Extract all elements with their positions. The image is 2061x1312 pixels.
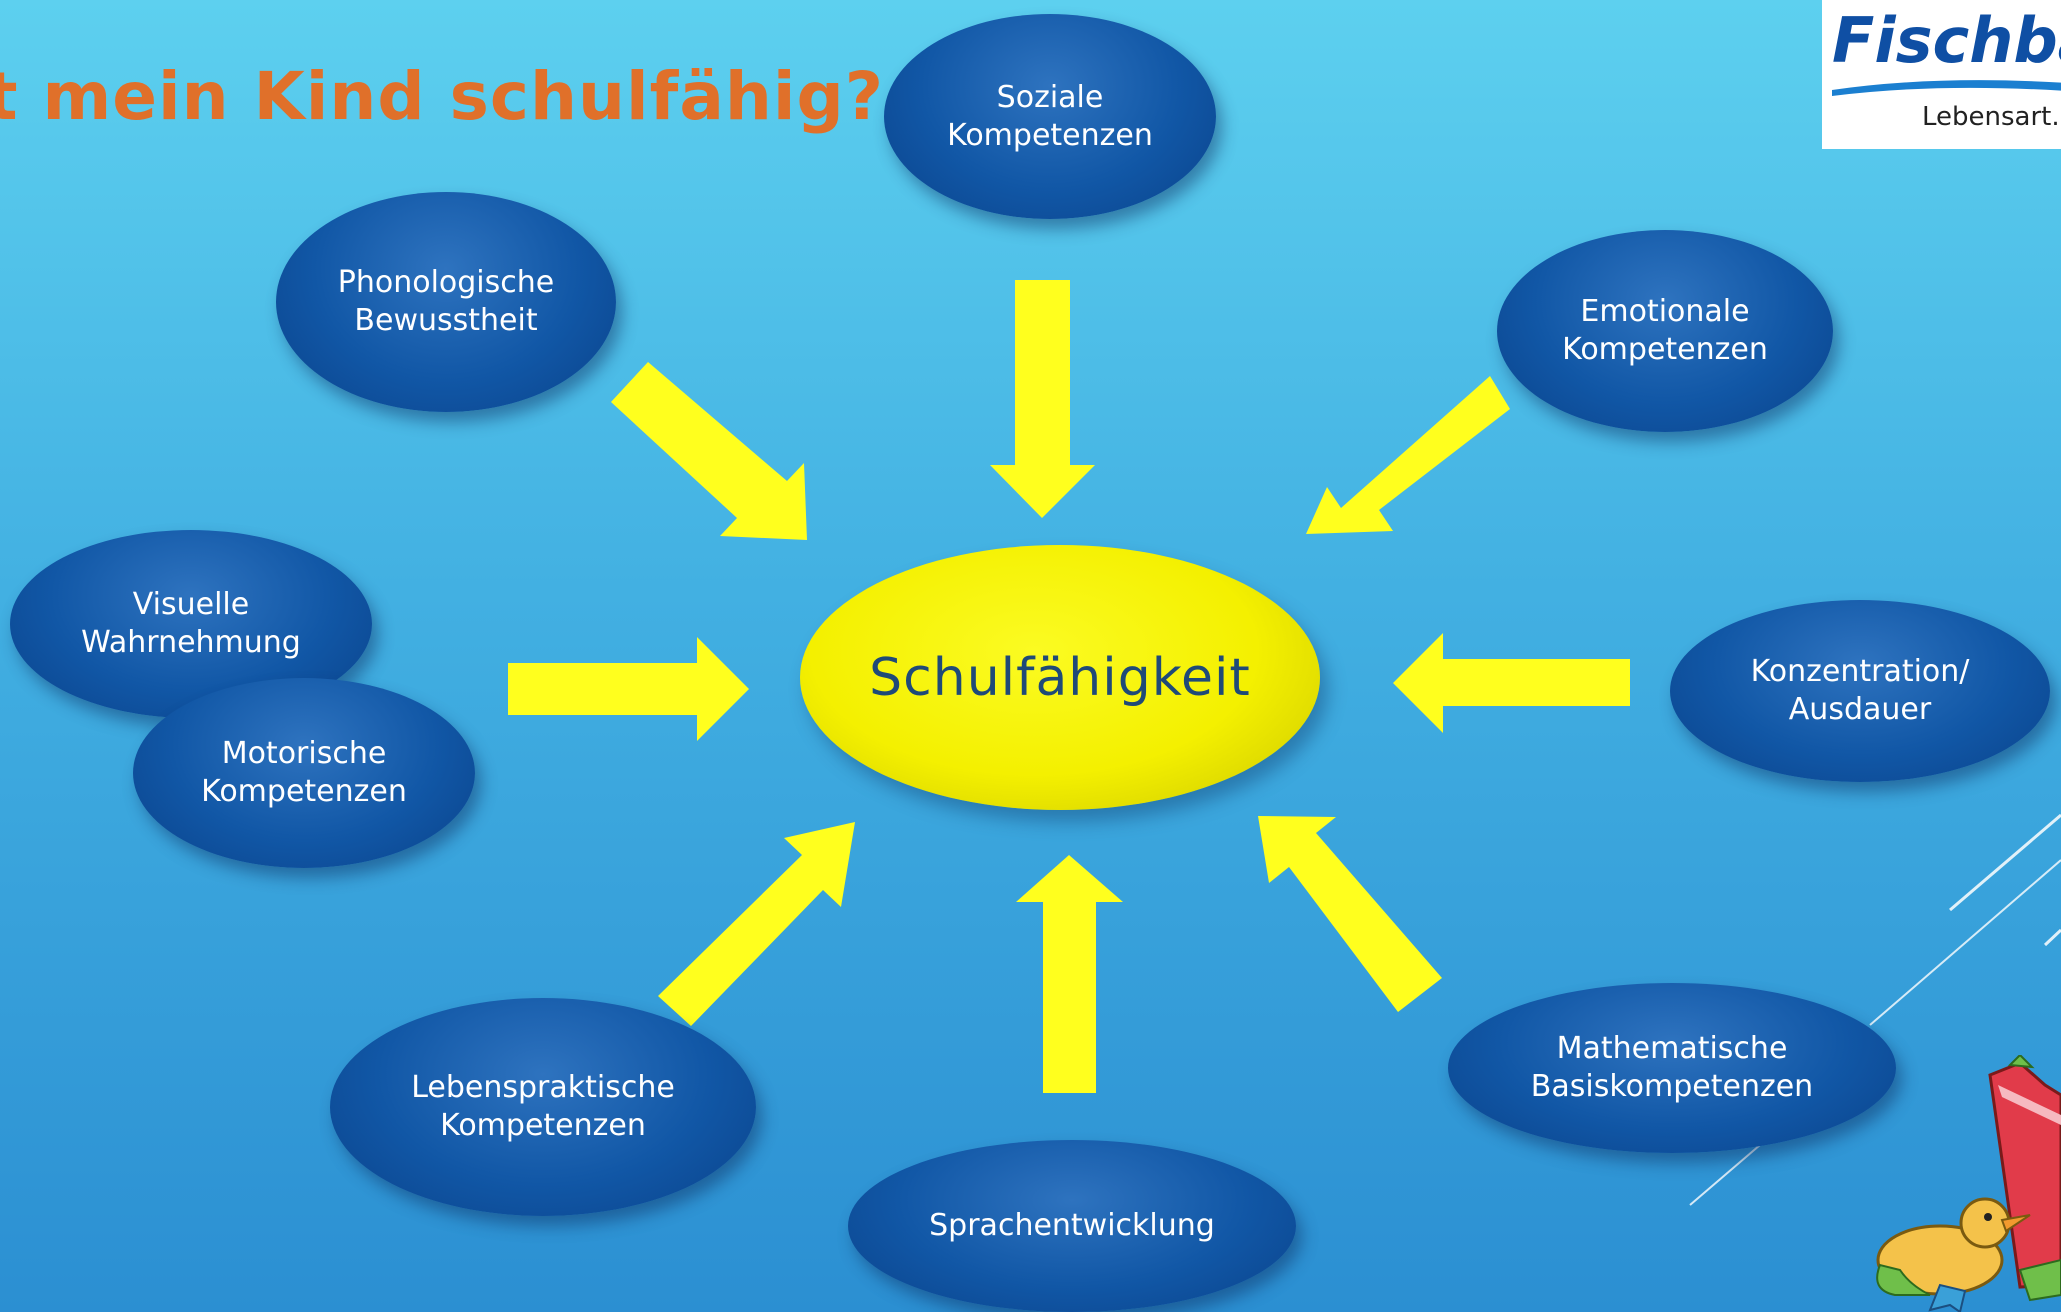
node-emotionale-kompetenzen: Emotionale Kompetenzen	[1497, 230, 1833, 432]
center-label: Schulfähigkeit	[869, 647, 1251, 708]
node-soziale-kompetenzen: Soziale Kompetenzen	[884, 14, 1216, 219]
arrow-from-emotionale	[1306, 376, 1510, 534]
logo-swoosh-icon	[1832, 80, 2061, 96]
node-motorische-kompetenzen: Motorische Kompetenzen	[133, 678, 475, 868]
node-phonologische-bewusstheit: Phonologische Bewusstheit	[276, 192, 616, 412]
arrow-from-mathematische	[1258, 816, 1442, 1012]
logo-wordmark: Fischbac	[1832, 4, 2061, 77]
arrow-from-soziale	[990, 280, 1095, 518]
arrow-from-konzentration	[1393, 633, 1630, 733]
arrow-from-lebenspraktische	[658, 822, 855, 1026]
logo: Fischbac Lebensart.	[1822, 0, 2061, 149]
arrow-from-sprachentwicklung	[1016, 855, 1123, 1093]
arrow-from-phonologische	[611, 362, 807, 540]
logo-tagline: Lebensart.	[1922, 102, 2060, 132]
center-node-schulfaehigkeit: Schulfähigkeit	[800, 545, 1320, 810]
arrow-from-visuelle	[508, 637, 749, 741]
node-sprachentwicklung: Sprachentwicklung	[848, 1140, 1296, 1312]
mascot-illustration-icon	[1876, 1055, 2061, 1312]
node-mathematische-basiskompetenzen: Mathematische Basiskompetenzen	[1448, 983, 1896, 1153]
node-konzentration-ausdauer: Konzentration/ Ausdauer	[1670, 600, 2050, 782]
page-title: t mein Kind schulfähig?	[0, 58, 885, 135]
node-lebenspraktische-kompetenzen: Lebenspraktische Kompetenzen	[330, 998, 756, 1216]
